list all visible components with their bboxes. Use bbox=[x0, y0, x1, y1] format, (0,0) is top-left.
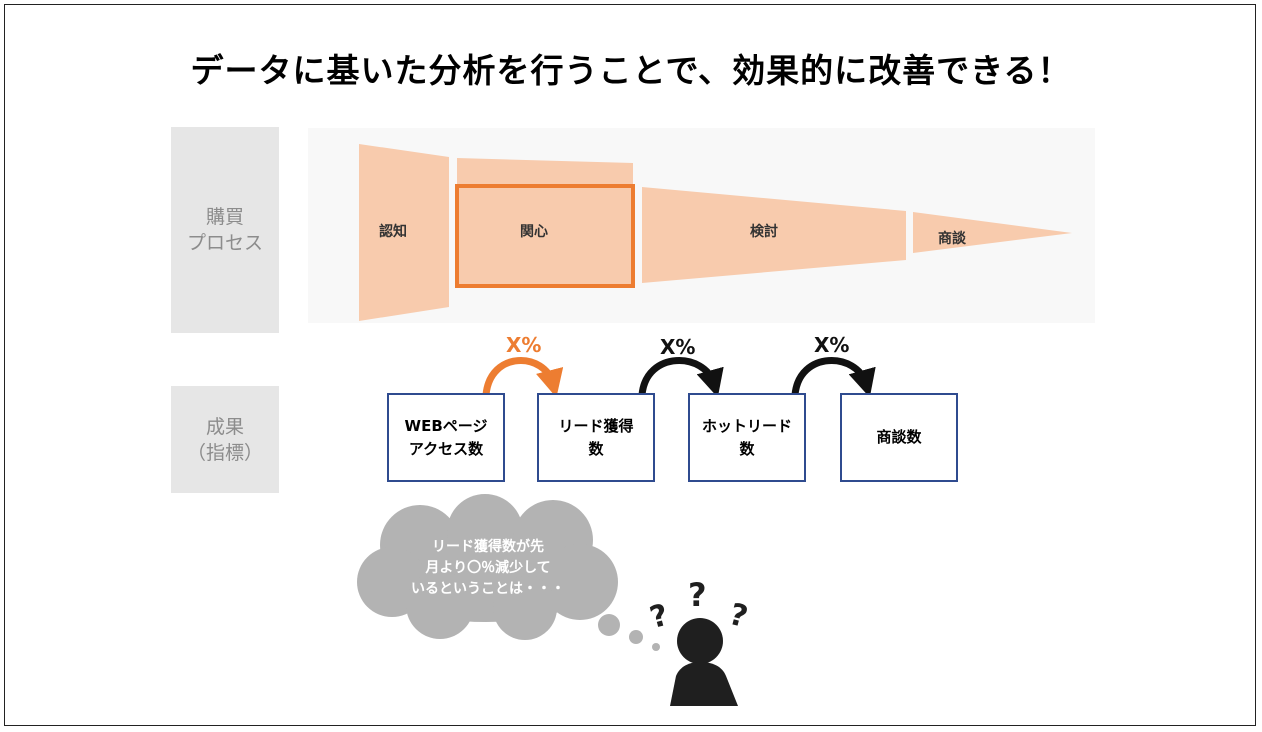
metric-label: ホットリード bbox=[701, 416, 792, 435]
side-label-results: 成果 （指標） bbox=[171, 386, 279, 493]
funnel-stage-highlight bbox=[455, 184, 635, 288]
thought-dot bbox=[652, 643, 660, 651]
thought-line: 月より〇％減少して bbox=[425, 560, 551, 576]
curved-arrow-icon bbox=[638, 357, 724, 398]
side-label-line: 購買 bbox=[205, 206, 244, 228]
funnel-stage-label: 関心 bbox=[520, 224, 548, 240]
metric-label: アクセス数 bbox=[408, 439, 484, 458]
side-label-line: プロセス bbox=[186, 232, 263, 254]
question-mark-icon: ? bbox=[688, 576, 707, 614]
funnel-stage-awareness bbox=[359, 144, 449, 321]
person-icon bbox=[670, 618, 738, 706]
funnel-stage-interest bbox=[457, 158, 633, 286]
conversion-rate: X% bbox=[814, 333, 850, 357]
slide-title: データに基いた分析を行うことで、効果的に改善できる！ bbox=[190, 51, 1072, 90]
funnel-stage-consideration bbox=[642, 187, 906, 283]
funnel-stage-label: 認知 bbox=[379, 224, 407, 240]
question-mark-icon: ? bbox=[646, 598, 672, 636]
metric-box-web-access: WEBページ アクセス数 bbox=[387, 393, 505, 482]
metric-box-hot-leads: ホットリード 数 bbox=[688, 393, 806, 482]
metric-box-leads: リード獲得 数 bbox=[537, 393, 655, 482]
side-label-line: 成果 bbox=[205, 415, 244, 438]
thought-bubble bbox=[357, 494, 618, 640]
funnel-stage-label: 検討 bbox=[750, 224, 778, 240]
funnel-stage-label: 商談 bbox=[938, 231, 966, 247]
thought-bubble-text: リード獲得数が先 月より〇％減少して いるということは・・・ bbox=[378, 537, 598, 600]
metric-label: WEBページ bbox=[404, 416, 488, 435]
metric-label: 商談数 bbox=[876, 428, 922, 446]
side-label-line: （指標） bbox=[186, 441, 263, 464]
thought-dot bbox=[598, 614, 620, 636]
slide-frame bbox=[4, 4, 1256, 726]
curved-arrow-icon bbox=[482, 357, 564, 398]
conversion-rate: X% bbox=[660, 335, 696, 359]
thought-dot bbox=[629, 630, 643, 644]
metric-label: 数 bbox=[588, 439, 604, 458]
side-label-purchase-process: 購買 プロセス bbox=[171, 127, 279, 333]
curved-arrow-icon bbox=[791, 357, 876, 398]
thought-line: リード獲得数が先 bbox=[432, 539, 544, 555]
metric-label: 数 bbox=[739, 439, 755, 458]
metric-box-negotiations: 商談数 bbox=[840, 393, 958, 482]
funnel-stage-negotiation bbox=[913, 212, 1072, 253]
thought-line: いるということは・・・ bbox=[411, 581, 565, 597]
metric-label: リード獲得 bbox=[558, 416, 634, 435]
conversion-rate: X% bbox=[506, 333, 542, 357]
question-mark-icon: ? bbox=[725, 597, 751, 635]
